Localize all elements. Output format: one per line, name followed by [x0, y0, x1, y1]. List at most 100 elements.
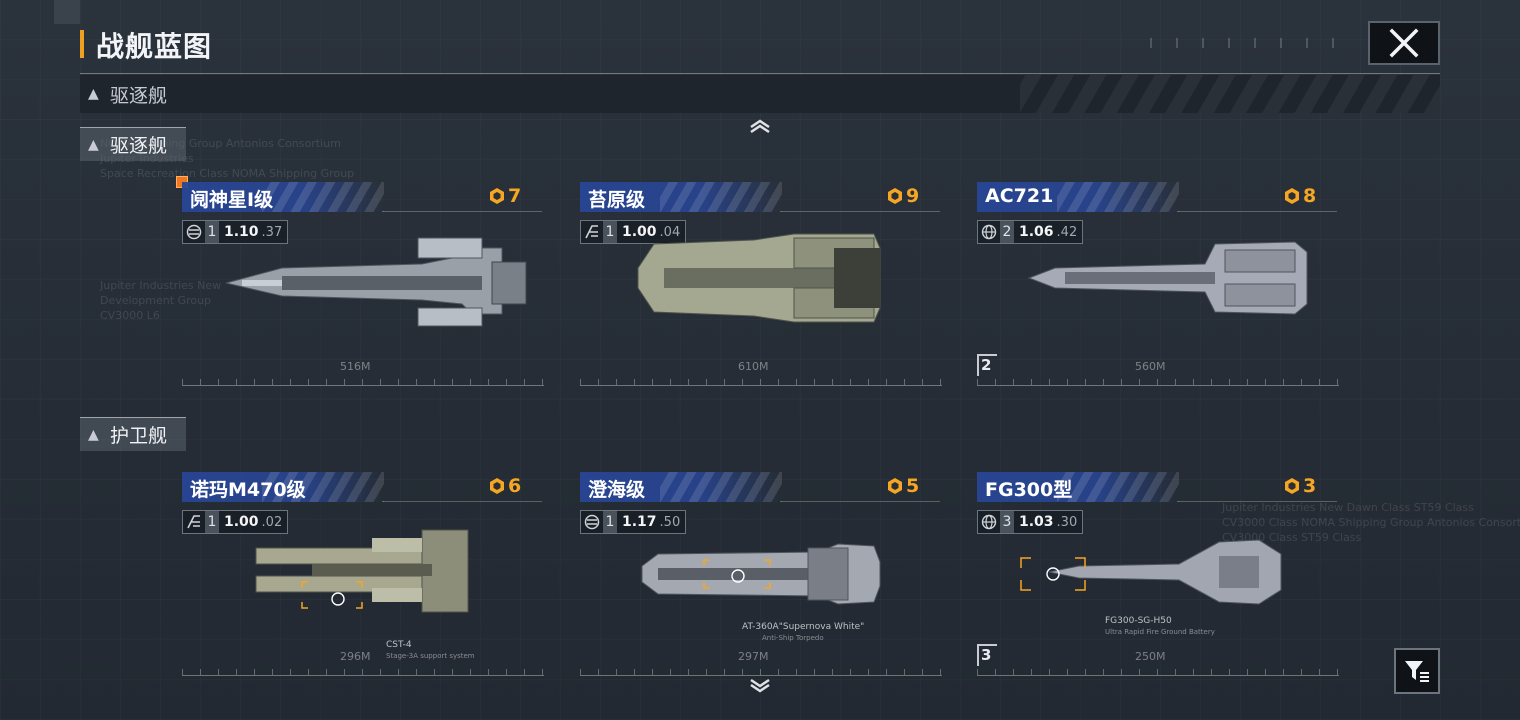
faction-icon — [581, 511, 603, 533]
filter-button[interactable] — [1394, 648, 1440, 694]
filter-icon — [1405, 661, 1429, 682]
cost-value: 9 — [906, 185, 920, 207]
stat-box: 1 1.00 .04 — [580, 220, 687, 244]
page-title: 战舰蓝图 — [96, 30, 213, 63]
faction-icon — [581, 221, 603, 243]
ship-name: FG300型 — [985, 479, 1073, 501]
background-text: Jupiter Industries New Dawn Class ST59 C… — [1222, 501, 1520, 544]
stat-box: 3 1.03 .30 — [977, 510, 1084, 534]
command-points-icon — [888, 478, 902, 494]
banner-line — [780, 501, 940, 502]
name-banner: 苔原级 — [580, 182, 782, 212]
length-label: 297M — [738, 650, 769, 663]
stat-tier: 1 — [603, 221, 617, 243]
weapon-label: CST-4 — [386, 640, 412, 650]
stat-tier: 2 — [1000, 221, 1014, 243]
scale-ruler — [580, 378, 942, 386]
cost-badge: 3 — [1283, 475, 1316, 497]
stat-box: 1 1.10 .37 — [182, 220, 289, 244]
section-label-frigate: ▲ 护卫舰 — [80, 417, 186, 451]
banner-line — [382, 501, 542, 502]
chevron-down-icon[interactable] — [748, 678, 772, 694]
stat-value: 1.00 — [224, 514, 259, 530]
close-icon — [1389, 28, 1419, 58]
ship-card-eris[interactable]: 阋神星I级 7 1 1.10 .37 516M — [182, 182, 544, 386]
faction-icon — [183, 511, 205, 533]
banner-line — [780, 211, 940, 212]
triangle-icon: ▲ — [88, 86, 99, 102]
stat-sub: .30 — [1056, 514, 1078, 530]
ship-name: 苔原级 — [588, 189, 646, 211]
command-points-icon — [1285, 478, 1299, 494]
stat-sub: .37 — [261, 224, 283, 240]
length-label: 516M — [340, 360, 371, 373]
stat-value: 1.17 — [622, 514, 657, 530]
dropdown-stripe-decoration — [1020, 75, 1440, 113]
section-label-destroyer: ▲ 驱逐舰 — [80, 127, 186, 161]
weapon-label: AT-360A"Supernova White" — [742, 622, 865, 632]
length-label: 560M — [1135, 360, 1166, 373]
ship-card-ac721[interactable]: AC721 8 2 1.06 .42 2 560M — [977, 182, 1339, 386]
scale-ruler — [182, 668, 544, 676]
header-tick-decoration — [1150, 38, 1350, 48]
name-banner: FG300型 — [977, 472, 1179, 502]
stat-box: 1 1.17 .50 — [580, 510, 687, 534]
stat-sub: .50 — [659, 514, 681, 530]
ship-name: AC721 — [985, 185, 1054, 207]
chevron-up-icon[interactable] — [748, 118, 772, 134]
ship-blueprint-image — [637, 233, 881, 323]
ship-name: 阋神星I级 — [190, 189, 274, 211]
length-label: 296M — [340, 650, 371, 663]
header-divider — [80, 73, 1440, 74]
stat-sub: .02 — [261, 514, 283, 530]
cost-value: 7 — [508, 185, 522, 207]
name-banner: 澄海级 — [580, 472, 782, 502]
close-button[interactable] — [1368, 21, 1440, 65]
ship-card-chenghai[interactable]: 澄海级 5 1 1.17 .50 AT-360A"Supernova White… — [580, 472, 942, 676]
ship-blueprint-image — [1020, 539, 1282, 605]
stat-tier: 1 — [205, 511, 219, 533]
ship-name: 澄海级 — [588, 479, 646, 501]
stat-tier: 3 — [1000, 511, 1014, 533]
triangle-icon: ▲ — [88, 426, 99, 443]
banner-line — [382, 211, 542, 212]
stat-box: 2 1.06 .42 — [977, 220, 1084, 244]
weapon-sub: Stage-3A support system — [386, 652, 475, 660]
command-points-icon — [490, 188, 504, 204]
stat-tier: 1 — [603, 511, 617, 533]
cost-badge: 6 — [488, 475, 521, 497]
stat-tier: 1 — [205, 221, 219, 243]
cost-value: 6 — [508, 475, 522, 497]
name-banner: 阋神星I级 — [182, 182, 384, 212]
cost-value: 8 — [1303, 185, 1317, 207]
stat-sub: .42 — [1056, 224, 1078, 240]
length-label: 610M — [738, 360, 769, 373]
stat-box: 1 1.00 .02 — [182, 510, 289, 534]
scale-ruler — [977, 378, 1339, 386]
cost-value: 3 — [1303, 475, 1317, 497]
level-badge: 2 — [977, 354, 997, 376]
level-badge: 3 — [977, 644, 997, 666]
scale-ruler — [977, 668, 1339, 676]
ship-blueprint-image — [1027, 241, 1308, 315]
triangle-icon: ▲ — [88, 136, 99, 153]
ship-card-noma-m470[interactable]: 诺玛M470级 6 1 1.00 .02 CST-4 Stage-3A supp… — [182, 472, 544, 676]
faction-icon — [183, 221, 205, 243]
cost-badge: 9 — [886, 185, 919, 207]
name-banner: AC721 — [977, 182, 1179, 212]
cost-badge: 5 — [886, 475, 919, 497]
ship-blueprint-image — [641, 543, 881, 605]
scale-ruler — [182, 378, 544, 386]
weapon-sub: Ultra Rapid Fire Ground Battery — [1105, 628, 1215, 636]
ship-card-tundra[interactable]: 苔原级 9 1 1.00 .04 610M — [580, 182, 942, 386]
ship-card-fg300[interactable]: FG300型 3 3 1.03 .30 FG300-SG-H50 Ultra R… — [977, 472, 1339, 676]
globe-icon — [978, 221, 1000, 243]
category-dropdown[interactable]: ▲ 驱逐舰 — [80, 75, 1440, 113]
length-label: 250M — [1135, 650, 1166, 663]
ship-blueprint-image — [225, 237, 527, 327]
ship-name: 诺玛M470级 — [190, 479, 306, 501]
command-points-icon — [490, 478, 504, 494]
weapon-sub: Anti-Ship Torpedo — [762, 634, 824, 642]
command-points-icon — [1285, 188, 1299, 204]
